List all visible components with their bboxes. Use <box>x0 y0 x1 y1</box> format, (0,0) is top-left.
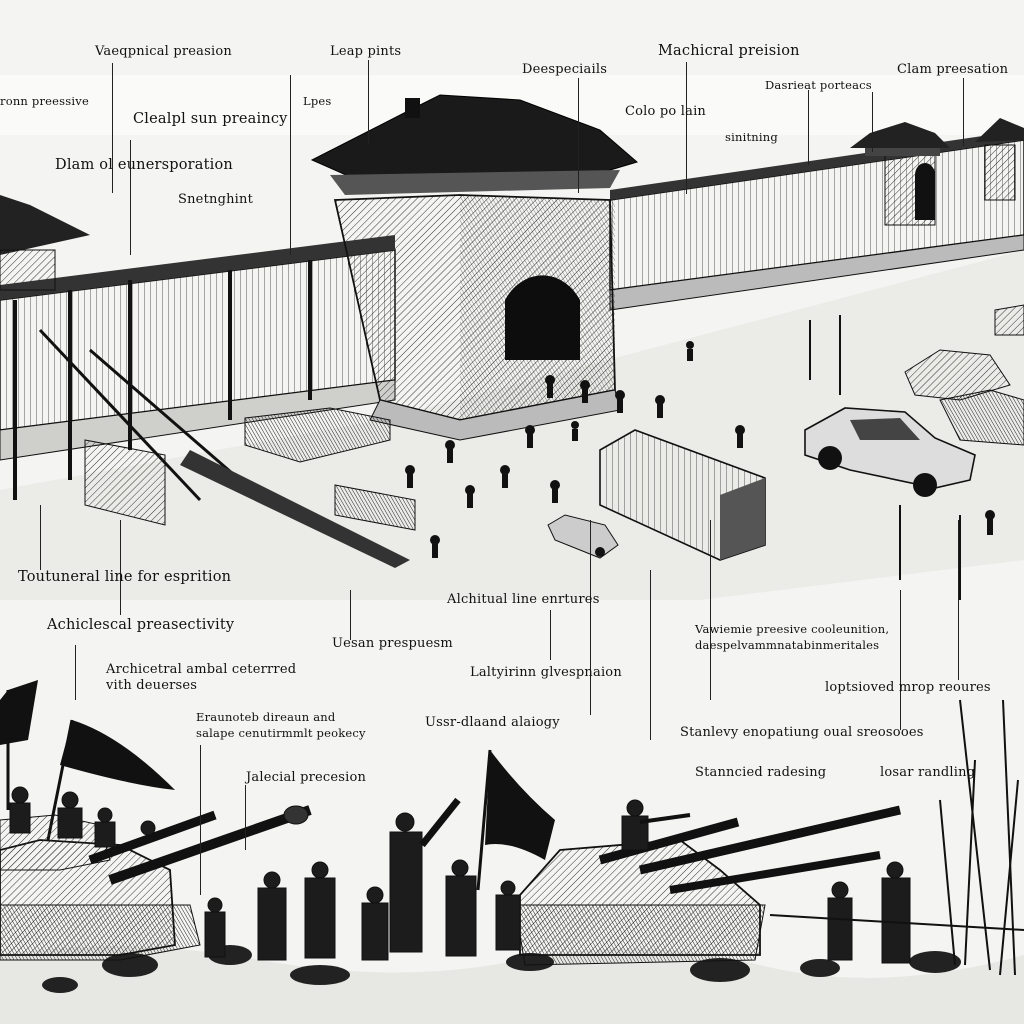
annotation-label: daespelvammnatabinmeritales <box>695 638 880 652</box>
annotation-label: Achiclescal preasectivity <box>47 617 235 633</box>
spear-fence <box>769 699 1024 976</box>
annotation-label: Toutuneral line for esprition <box>18 569 232 585</box>
supply-crates <box>84 407 416 568</box>
flag-center <box>476 749 555 891</box>
leader-line <box>350 590 351 640</box>
leader-line <box>75 645 76 700</box>
annotation-label: Vawiemie preesive cooleunition, <box>695 622 890 636</box>
foreground-soldiers <box>9 786 911 964</box>
leader-line <box>686 62 687 194</box>
annotation-label: sinitning <box>725 130 778 144</box>
cargo-container <box>599 429 766 561</box>
leader-line <box>958 520 959 680</box>
annotation-label: vith deuerses <box>106 678 198 693</box>
annotation-label: loptsioved mrop reoures <box>825 680 991 695</box>
left-pavilion <box>0 195 90 291</box>
leader-line <box>650 570 651 740</box>
distant-gate-tower <box>850 118 1024 226</box>
leader-line <box>368 60 369 145</box>
foreground-rocks <box>42 945 961 993</box>
leader-line <box>130 140 131 255</box>
leader-line <box>290 75 291 255</box>
annotation-label: Clam preesation <box>897 62 1009 77</box>
annotation-label: Snetnghint <box>178 192 254 207</box>
leader-line <box>200 745 201 895</box>
annotation-label: Uesan prespuesm <box>332 636 453 651</box>
annotation-label: Archicetral ambal ceterrred <box>106 662 297 677</box>
sedan <box>804 407 976 497</box>
road-posts <box>809 315 961 600</box>
annotation-label: Dlam ol eunersporation <box>55 157 233 173</box>
small-car <box>547 514 619 559</box>
foreground-ground <box>0 946 1024 1024</box>
leader-line <box>590 520 591 715</box>
leader-line <box>578 78 579 193</box>
leader-line <box>900 590 901 730</box>
leader-line <box>40 505 41 570</box>
annotation-label: Machicral preision <box>658 43 800 59</box>
main-gatehouse <box>310 94 639 441</box>
annotation-label: Stanncied radesing <box>695 765 827 780</box>
leader-line <box>963 78 964 146</box>
leader-line <box>808 90 809 165</box>
tank-left <box>0 805 312 961</box>
annotation-label: Colo po lain <box>625 104 707 119</box>
leader-line <box>550 610 551 660</box>
annotation-label: Jalecial precesion <box>246 770 367 785</box>
leader-line <box>710 520 711 700</box>
annotation-label: Ussr-dlaand alaiogy <box>425 715 560 730</box>
flag-left <box>0 680 38 810</box>
annotation-label: Eraunoteb direaun and <box>196 710 336 724</box>
annotation-label: Clealpl sun preaincy <box>133 111 288 127</box>
annotation-label: Lpes <box>303 94 332 108</box>
annotation-label: Alchitual line enrtures <box>447 592 600 607</box>
leader-line <box>245 785 246 850</box>
leader-line <box>872 92 873 152</box>
annotation-label: salape cenutirmmlt peokecy <box>196 726 366 740</box>
annotation-label: ronn preessive <box>0 94 89 108</box>
far-vehicles <box>904 304 1024 446</box>
annotation-label: Leap pints <box>330 44 402 59</box>
annotation-label: Laltyirinn glvespnaion <box>470 665 622 680</box>
annotation-label: losar randling <box>880 765 976 780</box>
annotation-label: Deespeciails <box>522 62 608 77</box>
annotation-label: Vaeqpnical preasion <box>95 44 232 59</box>
leader-line <box>112 63 113 193</box>
left-city-wall <box>0 235 396 502</box>
tank-right <box>514 805 902 966</box>
annotation-label: Dasrieat porteacs <box>765 78 872 92</box>
troop-formations <box>405 341 995 558</box>
annotation-label: Stanlevy enopatiung oual sreosooes <box>680 725 924 740</box>
leader-line <box>120 520 121 615</box>
